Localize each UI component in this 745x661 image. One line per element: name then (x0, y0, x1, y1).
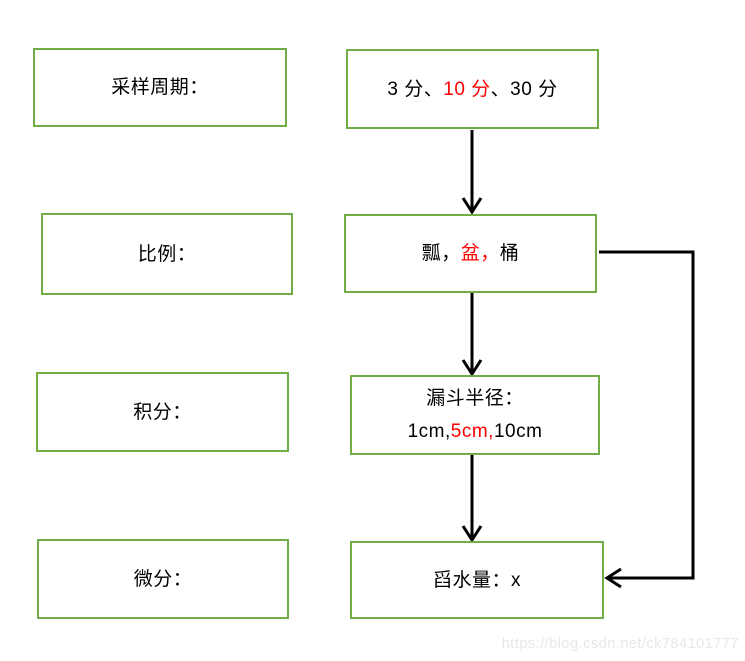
flow-box-text-line: 舀水量：x (433, 564, 521, 597)
flow-box-text-line: 3 分、10 分、30 分 (387, 73, 557, 106)
label-box-derivative: 微分： (37, 539, 289, 619)
label-text: 微分： (133, 568, 193, 590)
flow-box-text-line: 瓢，盆，桶 (422, 237, 520, 270)
text-segment: 漏斗半径： (426, 388, 524, 409)
text-segment-highlight: 10 分 (443, 78, 491, 100)
arrow-feedback-loop (599, 250, 695, 589)
text-segment: 、30 分 (490, 78, 558, 100)
label-text: 采样周期： (111, 77, 209, 98)
text-segment: 桶 (499, 243, 520, 264)
label-text: 比例： (137, 243, 197, 265)
text-segment: 1cm, (407, 421, 451, 442)
flow-box-text-line: 1cm,5cm,10cm (408, 415, 543, 448)
watermark-url: https://blog.csdn.net/ck784101777 (501, 636, 739, 652)
arrow-r2-to-r3 (461, 293, 483, 377)
label-box-sampling-period: 采样周期： (33, 48, 287, 127)
label-box-proportion: 比例： (41, 213, 293, 295)
arrow-r1-to-r2 (461, 130, 483, 215)
text-segment: 瓢， (421, 243, 461, 264)
label-box-integral: 积分： (36, 372, 289, 452)
text-segment: 10cm (493, 421, 543, 442)
text-segment: 3 分、 (387, 78, 444, 100)
label-text: 积分： (133, 401, 192, 423)
arrow-r3-to-r4 (461, 455, 483, 543)
flow-box-sampling-values: 3 分、10 分、30 分 (346, 49, 599, 129)
flow-box-water-scooped: 舀水量：x (350, 541, 604, 619)
flow-box-containers: 瓢，盆，桶 (344, 214, 597, 293)
flow-box-text-line: 漏斗半径： (426, 382, 524, 415)
text-segment: 舀水量：x (432, 569, 521, 591)
text-segment-highlight: 盆， (460, 243, 500, 264)
text-segment-highlight: 5cm, (450, 421, 494, 442)
flow-box-funnel-radius: 漏斗半径： 1cm,5cm,10cm (350, 375, 600, 455)
